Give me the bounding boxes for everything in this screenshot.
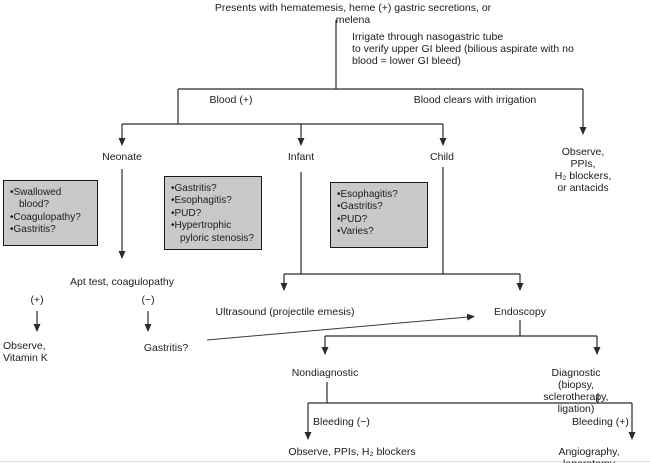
infant-differential-box: Gastritis? Esophagitis? PUD? Hypertrophi…: [164, 176, 262, 250]
label-apt-positive: (+): [30, 294, 44, 306]
child-differential-box: Esophagitis? Gastritis? PUD? Varies?: [330, 182, 428, 248]
label-bleeding-negative: Bleeding (−): [313, 416, 370, 428]
node-observe-vitamin-k: Observe, Vitamin K: [3, 340, 48, 364]
node-observe-ppis-h2-blockers: Observe, PPIs, H₂ blockers: [288, 446, 416, 458]
node-child: Child: [430, 151, 454, 163]
branch-label-blood-positive: Blood (+): [209, 94, 253, 106]
node-gastritis: Gastritis?: [143, 342, 189, 354]
arrow-diagonal-to-endoscopy: [206, 313, 475, 341]
node-observe-antacids: Observe, PPIs, H₂ blockers, or antacids: [554, 146, 612, 194]
branch-label-blood-clears: Blood clears with irrigation: [413, 94, 537, 106]
node-diagnostic: Diagnostic (biopsy, sclerotherapy, ligat…: [543, 367, 609, 415]
label-bleeding-positive: Bleeding (+): [572, 416, 629, 428]
irrigation-note: Irrigate through nasogastric tube to ver…: [352, 31, 574, 67]
differential-item: PUD?: [337, 214, 424, 226]
node-infant: Infant: [287, 151, 315, 163]
differential-item: Esophagitis?: [337, 189, 424, 201]
node-ultrasound: Ultrasound (projectile emesis): [215, 306, 355, 318]
label-apt-negative: (−): [141, 294, 155, 306]
differential-item: Hypertrophic pyloric stenosis?: [171, 220, 258, 245]
node-neonate: Neonate: [102, 151, 142, 163]
differential-item: Varies?: [337, 226, 424, 238]
flowchart-title: Presents with hematemesis, heme (+) gast…: [214, 2, 492, 26]
differential-item: Gastritis?: [337, 201, 424, 213]
node-apt-test: Apt test, coagulopathy: [70, 276, 174, 288]
differential-item: Coagulopathy?: [10, 212, 94, 224]
differential-item: Esophagitis?: [171, 195, 258, 207]
differential-item: Swallowed blood?: [10, 187, 94, 212]
neonate-differential-box: Swallowed blood? Coagulopathy? Gastritis…: [3, 180, 98, 246]
node-angiography-laparotomy: Angiography, laparotomy: [558, 446, 620, 463]
differential-item: Gastritis?: [10, 224, 94, 236]
differential-item: PUD?: [171, 208, 258, 220]
node-endoscopy: Endoscopy: [494, 306, 546, 318]
differential-item: Gastritis?: [171, 183, 258, 195]
node-nondiagnostic: Nondiagnostic: [291, 367, 359, 379]
